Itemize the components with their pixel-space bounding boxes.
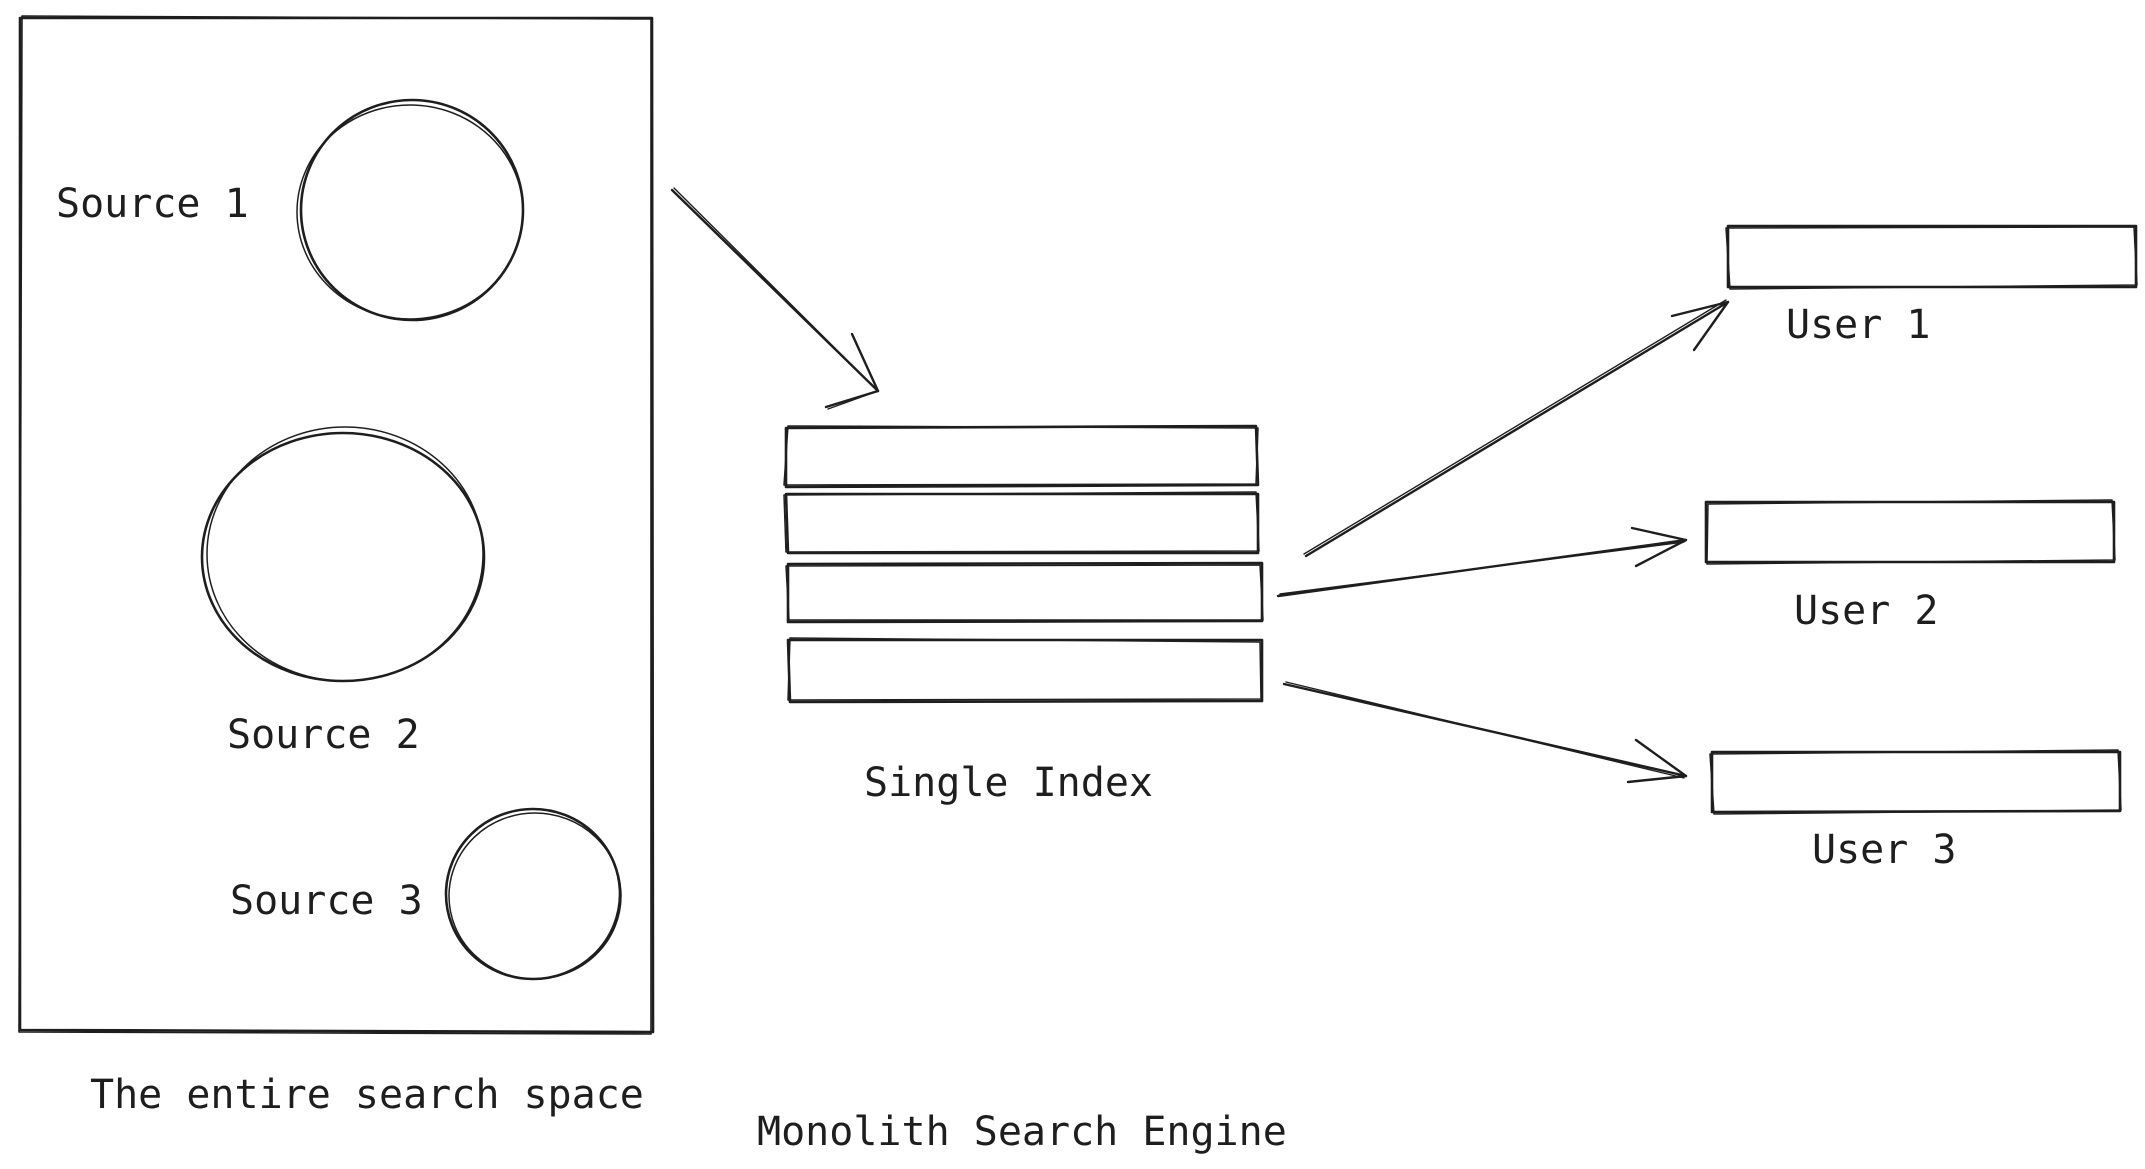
engine-title: Monolith Search Engine — [757, 1109, 1287, 1155]
source-3-label: Source 3 — [230, 878, 423, 924]
index-bar-3 — [785, 561, 1264, 624]
user-3-label: User 3 — [1812, 827, 1957, 873]
index-bar-2 — [783, 491, 1260, 555]
user-3-box — [1709, 749, 2122, 815]
ingest-arrow — [670, 187, 880, 410]
user-2-box — [1704, 499, 2116, 565]
index-bar-4 — [786, 637, 1264, 704]
search-space-box — [18, 15, 655, 1035]
source-1-circle — [296, 98, 525, 322]
user-2-label: User 2 — [1794, 588, 1939, 634]
index-label: Single Index — [864, 760, 1153, 806]
arrow-to-user-2 — [1276, 526, 1688, 598]
user-1-label: User 1 — [1786, 302, 1931, 348]
index-bar-1 — [783, 424, 1260, 489]
source-2-circle — [200, 426, 486, 683]
source-3-circle — [444, 807, 622, 981]
arrow-to-user-1 — [1303, 299, 1730, 558]
search-space-label: The entire search space — [90, 1072, 644, 1118]
source-1-label: Source 1 — [56, 181, 249, 227]
arrow-to-user-3 — [1282, 681, 1688, 784]
source-2-label: Source 2 — [227, 712, 420, 758]
user-1-box — [1725, 224, 2138, 290]
